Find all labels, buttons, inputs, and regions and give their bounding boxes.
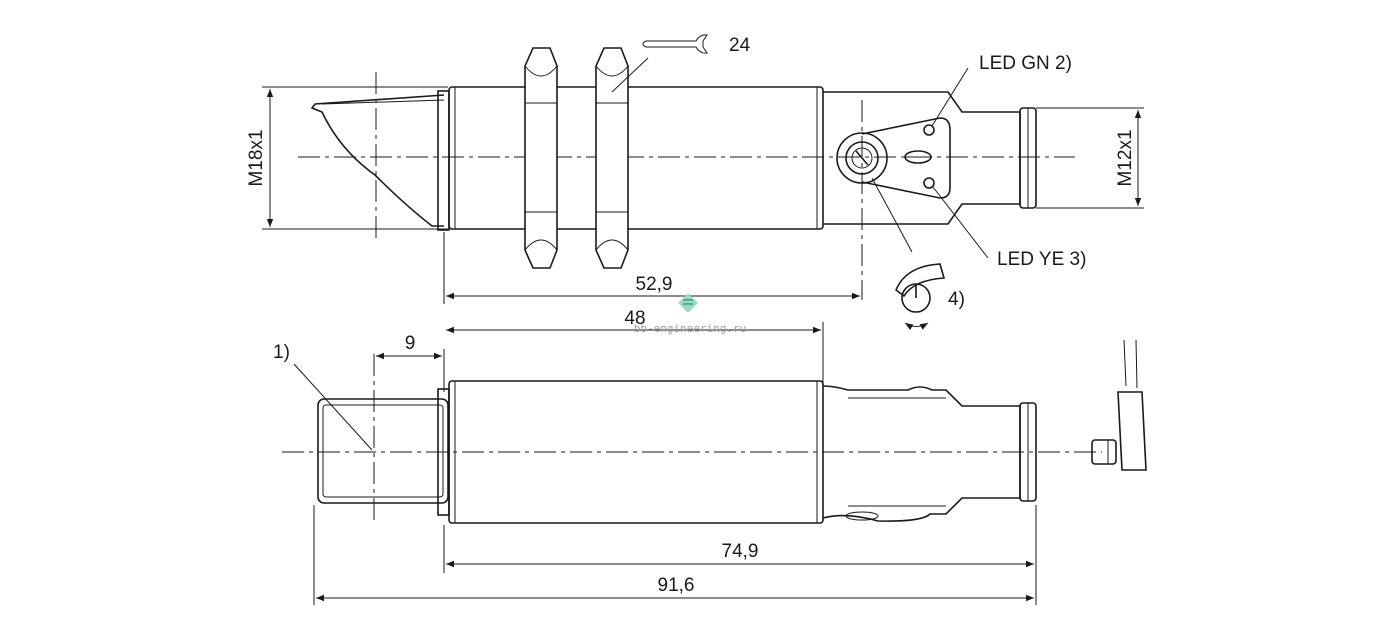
led-yellow-icon: [923, 177, 935, 189]
nut-right: [595, 47, 629, 269]
watermark-logo: [678, 293, 698, 313]
dim-916-label: 91,6: [658, 575, 695, 596]
bottom-screw: [845, 511, 879, 521]
bottom-lens-head: [317, 398, 449, 504]
wrench-leader: [611, 57, 649, 93]
lens-inner-line: [321, 99, 445, 105]
led-plate: [861, 117, 951, 199]
thread-main-label: M18x1: [246, 129, 267, 186]
dim-749-label: 74,9: [722, 541, 759, 562]
potentiometer-label: 4): [948, 289, 965, 310]
led-green-label: LED GN 2): [979, 53, 1072, 74]
potentiometer-knob: [845, 141, 879, 175]
potentiometer-outer: [836, 132, 888, 184]
top-body: [448, 86, 824, 230]
rear-housing: [823, 91, 1021, 225]
rotate-icon: [895, 263, 946, 330]
note1-leader: [293, 363, 373, 451]
led-ye-leader: [932, 186, 989, 259]
cable-connector-icon: [1091, 339, 1147, 471]
note1-label: 1): [273, 342, 290, 363]
watermark-text: bb-engineering.ru: [634, 322, 747, 335]
wrench-icon: [642, 34, 708, 54]
dim-529-label: 52,9: [636, 274, 673, 295]
wrench-size-label: 24: [729, 35, 751, 56]
led-gn-leader: [931, 67, 969, 127]
bottom-view: [282, 322, 1147, 605]
dim-48-label: 48: [624, 308, 645, 329]
top-view: [262, 34, 1144, 330]
led-yellow-label: LED YE 3): [997, 249, 1086, 270]
lens-collar: [437, 90, 450, 231]
thread-connector-label: M12x1: [1115, 129, 1136, 186]
pot-leader: [871, 177, 913, 253]
bottom-body: [448, 380, 824, 524]
nut-left: [524, 47, 558, 269]
lens-cone: [310, 94, 445, 227]
led-green-icon: [923, 124, 935, 136]
dim-9-label: 9: [405, 333, 416, 354]
bottom-rear-housing: [822, 385, 1021, 522]
